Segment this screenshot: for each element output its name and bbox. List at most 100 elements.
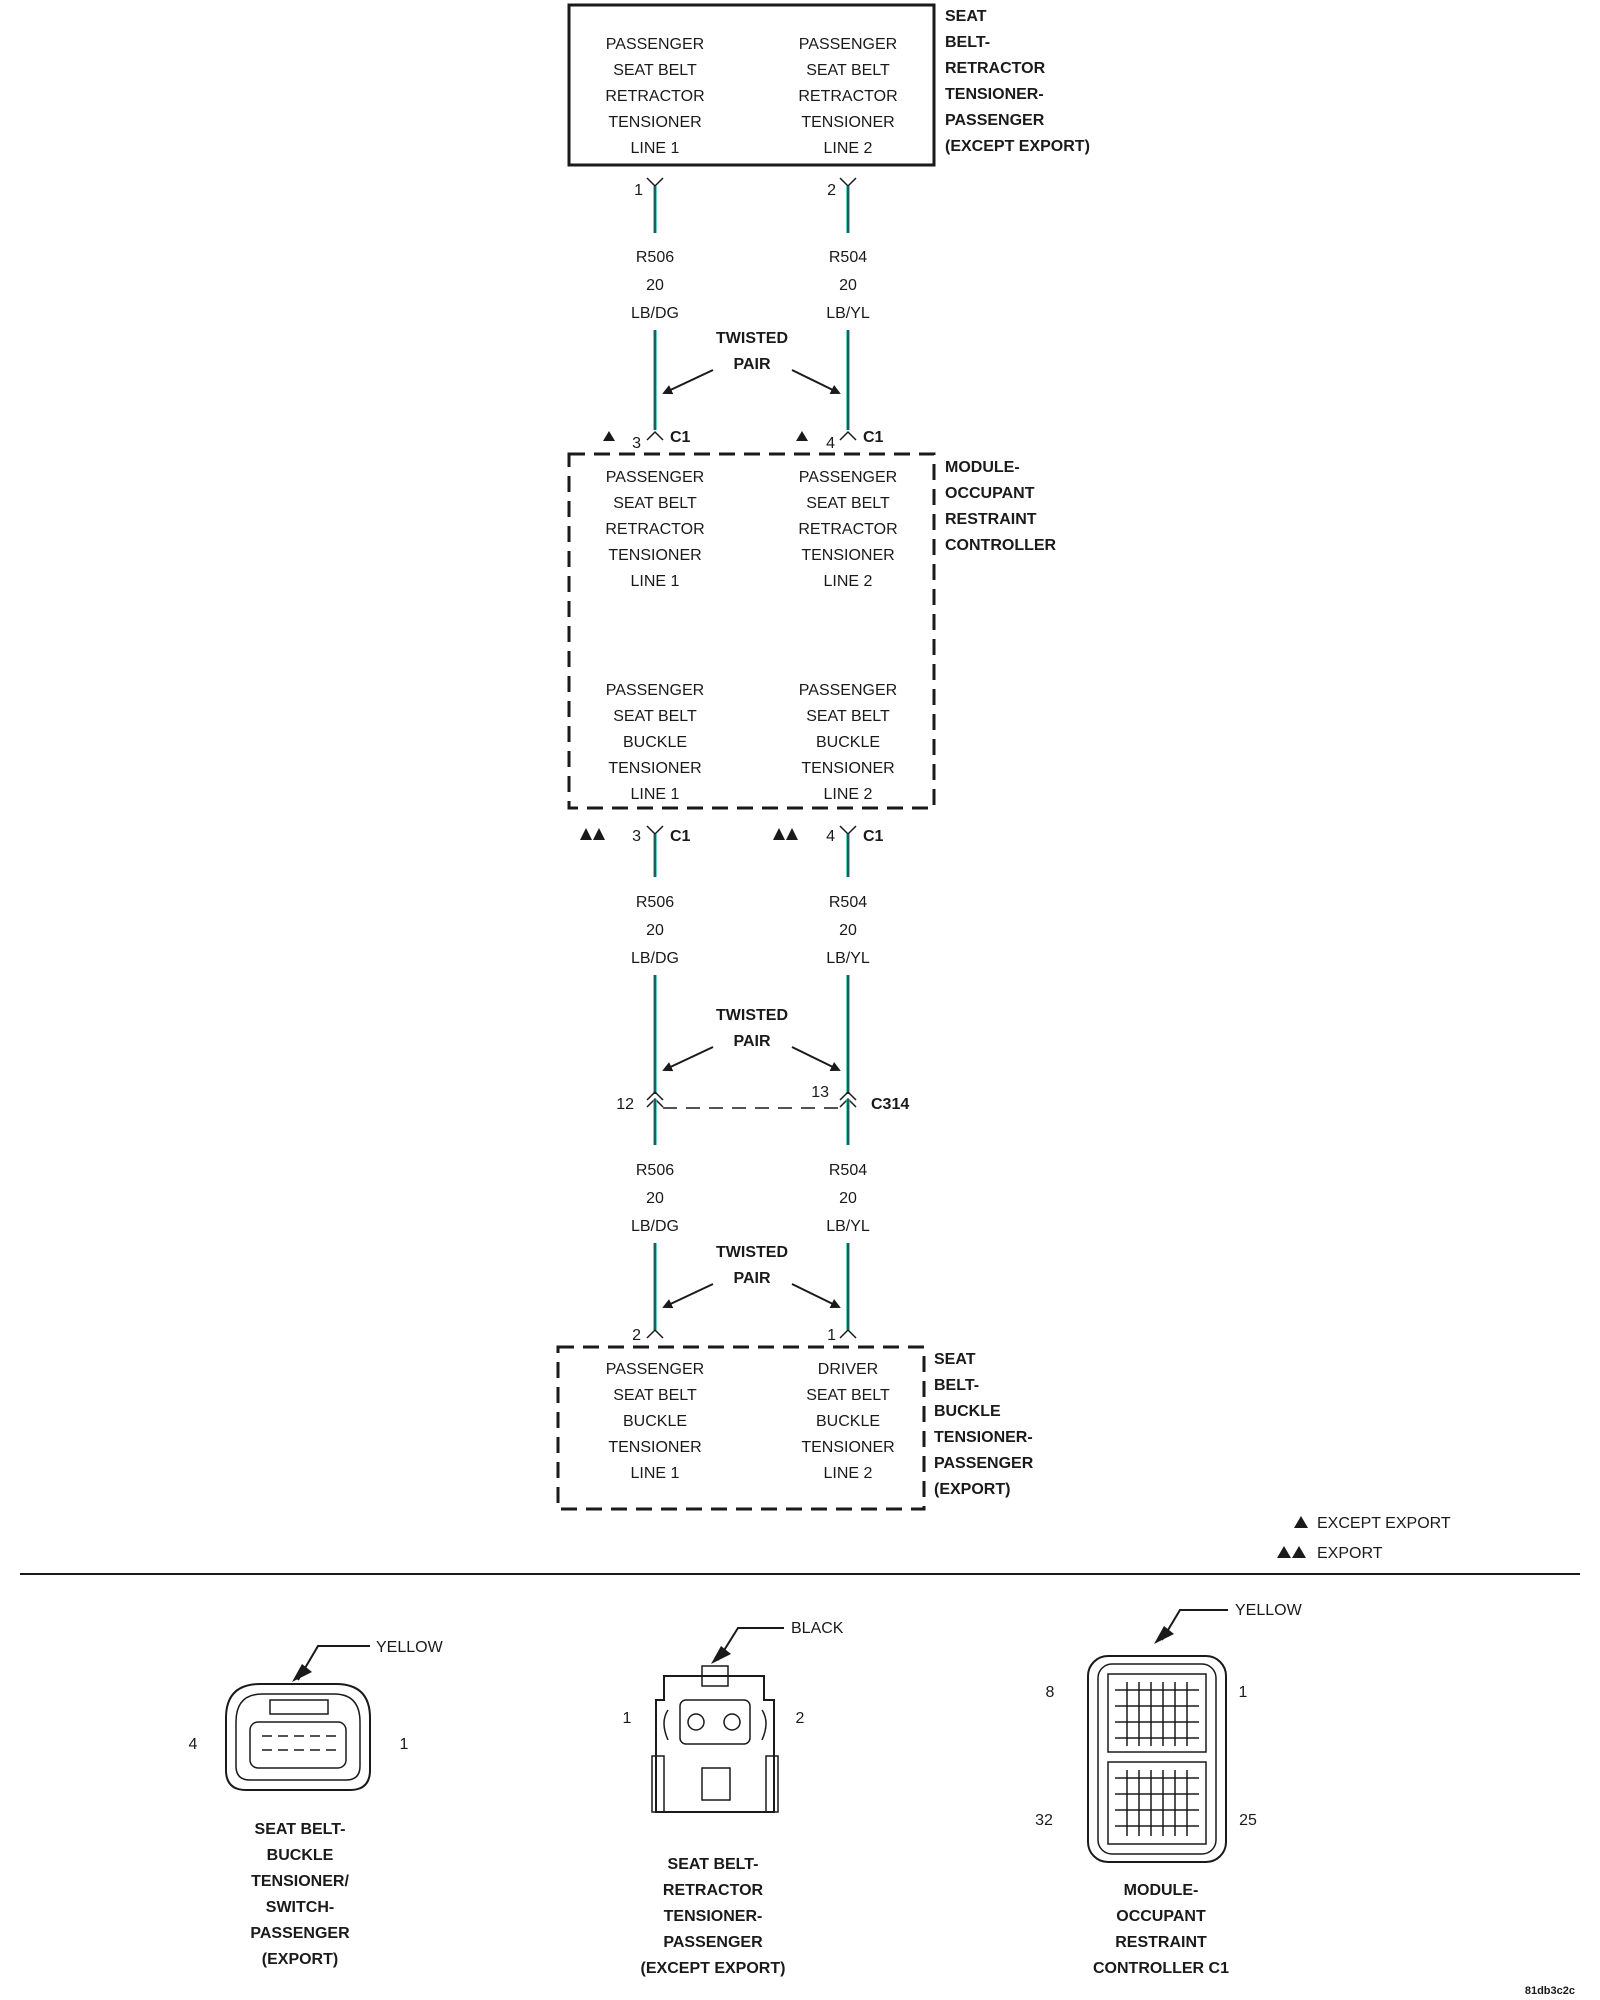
wire-segment-2-lower xyxy=(653,975,850,1094)
component-label-line: BUCKLE xyxy=(816,734,880,751)
component-label-line: DRIVER xyxy=(818,1361,878,1378)
component-label-line: LINE 2 xyxy=(824,1465,873,1482)
wire-segment-1-upper xyxy=(653,186,850,233)
component-name-line: BUCKLE xyxy=(934,1403,1001,1420)
twisted-pair-label: TWISTED xyxy=(716,1007,788,1024)
component-label-line: BUCKLE xyxy=(623,734,687,751)
export-marker xyxy=(580,828,798,840)
component-label-line: PASSENGER xyxy=(606,682,704,699)
pin-terminal-symbols xyxy=(646,177,857,188)
component-name-line: CONTROLLER xyxy=(945,537,1057,554)
orc-c1-connector-view: YELLOW 8 1 32 25 MODULE- OCCUPANT RESTRA… xyxy=(1035,1602,1302,1977)
component-name-line: SEAT xyxy=(934,1351,976,1368)
wire-gauge: 20 xyxy=(839,922,857,939)
pin-number: 12 xyxy=(616,1096,634,1113)
connector-title-line: PASSENGER xyxy=(250,1925,350,1942)
component-label-line: TENSIONER xyxy=(801,547,894,564)
twisted-pair-label: TWISTED xyxy=(716,330,788,347)
connector-label: C1 xyxy=(670,828,691,845)
connector-color-label: YELLOW xyxy=(376,1639,444,1656)
wire-circuit: R506 xyxy=(636,894,674,911)
pin-terminal-symbols xyxy=(646,1328,857,1339)
connector-color-label: YELLOW xyxy=(1235,1602,1303,1619)
component-label-line: SEAT BELT xyxy=(806,495,890,512)
pin-number: 32 xyxy=(1035,1812,1053,1829)
seat-belt-buckle-tensioner-component: PASSENGER SEAT BELT BUCKLE TENSIONER LIN… xyxy=(556,1345,1034,1511)
twisted-pair-arrow xyxy=(791,1283,841,1308)
component-name-line: (EXPORT) xyxy=(934,1481,1010,1498)
wire-color: LB/DG xyxy=(631,1218,679,1235)
connector-title-line: (EXPORT) xyxy=(262,1951,338,1968)
connector-title-line: TENSIONER- xyxy=(664,1908,763,1925)
connector-label: C1 xyxy=(670,429,691,446)
pin-number: 1 xyxy=(1239,1684,1248,1701)
component-label-line: RETRACTOR xyxy=(798,88,897,105)
twisted-pair-arrow xyxy=(791,1046,841,1071)
twisted-pair-label: PAIR xyxy=(733,1270,770,1287)
component-label-line: SEAT BELT xyxy=(806,62,890,79)
pin-number: 3 xyxy=(632,828,641,845)
single-triangle-marker xyxy=(1294,1516,1308,1528)
component-name-line: TENSIONER- xyxy=(934,1429,1033,1446)
component-label-line: SEAT BELT xyxy=(613,708,697,725)
twisted-pair-label: PAIR xyxy=(733,1033,770,1050)
wire-color: LB/YL xyxy=(826,305,870,322)
connector-title-line: CONTROLLER C1 xyxy=(1093,1960,1229,1977)
component-name-line: PASSENGER xyxy=(934,1455,1034,1472)
component-label-line: SEAT BELT xyxy=(613,495,697,512)
pin-number: 25 xyxy=(1239,1812,1257,1829)
connector-title-line: PASSENGER xyxy=(663,1934,763,1951)
twisted-pair-arrow xyxy=(662,1046,714,1072)
component-label-line: TENSIONER xyxy=(801,760,894,777)
component-label-line: RETRACTOR xyxy=(605,521,704,538)
component-name-line: BELT- xyxy=(934,1377,979,1394)
component-name-line: RETRACTOR xyxy=(945,60,1046,77)
connector-title-line: BUCKLE xyxy=(267,1847,334,1864)
component-label-line: BUCKLE xyxy=(816,1413,880,1430)
twisted-pair-arrow xyxy=(791,369,841,394)
component-label-line: SEAT BELT xyxy=(806,708,890,725)
connector-label: C314 xyxy=(871,1096,909,1113)
component-label-line: PASSENGER xyxy=(799,469,897,486)
wire-color: LB/YL xyxy=(826,950,870,967)
component-name-line: OCCUPANT xyxy=(945,485,1035,502)
component-name-line: MODULE- xyxy=(945,459,1020,476)
component-label-line: PASSENGER xyxy=(606,36,704,53)
component-label-line: PASSENGER xyxy=(799,682,897,699)
connector-title-line: (EXCEPT EXPORT) xyxy=(641,1960,786,1977)
occupant-restraint-controller-component: PASSENGER SEAT BELT RETRACTOR TENSIONER … xyxy=(567,452,1057,810)
connector-body xyxy=(225,1683,371,1791)
component-label-line: RETRACTOR xyxy=(798,521,897,538)
connector-title-line: RETRACTOR xyxy=(663,1882,764,1899)
component-name-line: PASSENGER xyxy=(945,112,1045,129)
component-label-line: SEAT BELT xyxy=(613,1387,697,1404)
pin-number: 1 xyxy=(634,182,643,199)
wire-segment-3 xyxy=(653,1243,850,1330)
connector-body xyxy=(1087,1655,1227,1863)
legend: EXCEPT EXPORT EXPORT xyxy=(1277,1515,1451,1562)
connector-title-line: MODULE- xyxy=(1124,1882,1199,1899)
wire-circuit: R504 xyxy=(829,894,867,911)
double-triangle-marker xyxy=(1277,1546,1306,1558)
pin-terminal-symbols xyxy=(646,430,857,441)
wire-circuit: R504 xyxy=(829,1162,867,1179)
connector-color-label: BLACK xyxy=(791,1620,844,1637)
pin-number: 4 xyxy=(826,828,835,845)
seat-belt-retractor-tensioner-component: PASSENGER SEAT BELT RETRACTOR TENSIONER … xyxy=(567,3,1090,167)
component-label-line: LINE 1 xyxy=(631,140,680,157)
component-label-line: LINE 1 xyxy=(631,786,680,803)
leader-line xyxy=(1161,1609,1228,1641)
component-label-line: PASSENGER xyxy=(799,36,897,53)
component-label-line: TENSIONER xyxy=(608,760,701,777)
component-label-line: TENSIONER xyxy=(608,1439,701,1456)
wire-color: LB/DG xyxy=(631,305,679,322)
connector-title-line: RESTRAINT xyxy=(1115,1934,1207,1951)
pin-number: 2 xyxy=(632,1327,641,1344)
connector-title-line: OCCUPANT xyxy=(1116,1908,1206,1925)
component-name-line: TENSIONER- xyxy=(945,86,1044,103)
legend-except-export: EXCEPT EXPORT xyxy=(1317,1515,1451,1532)
connector-label: C1 xyxy=(863,429,884,446)
leader-line xyxy=(297,1645,370,1681)
wire-gauge: 20 xyxy=(839,1190,857,1207)
